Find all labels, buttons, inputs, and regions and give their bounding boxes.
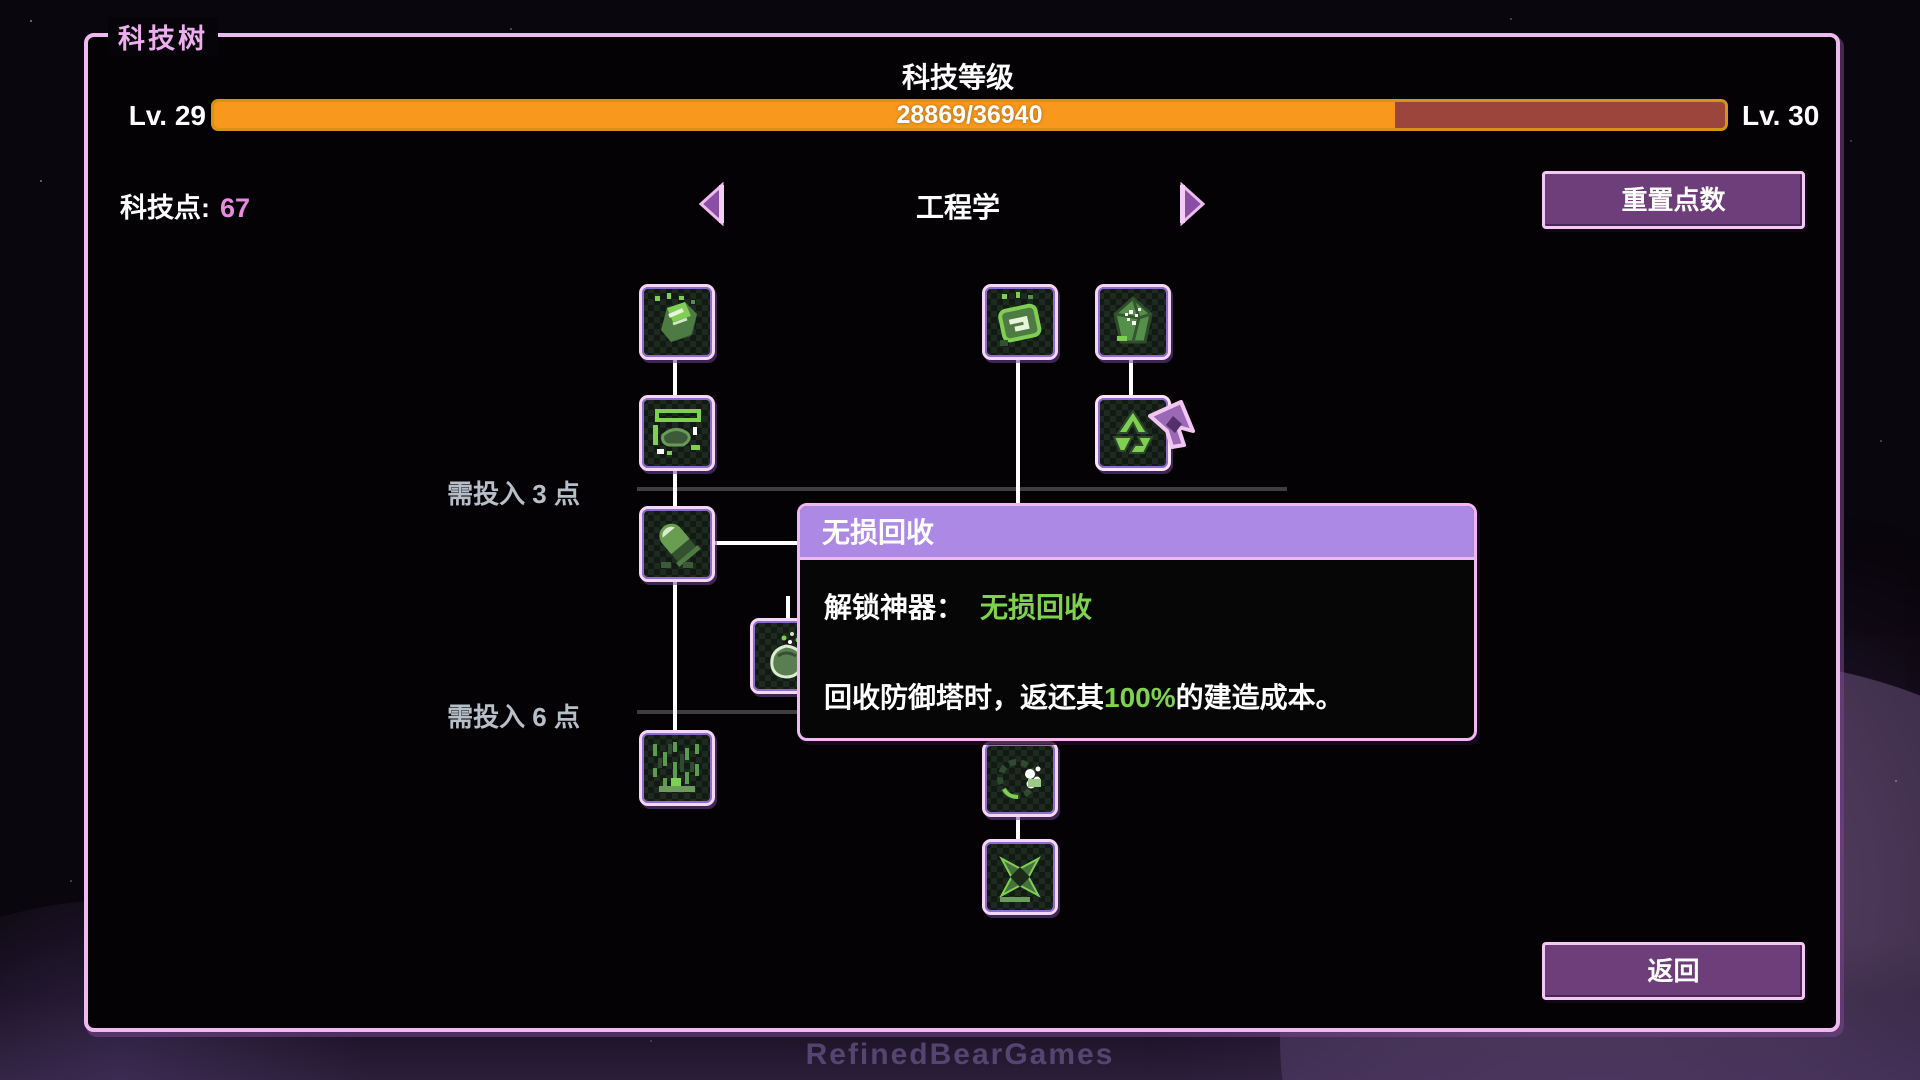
- connector-line: [714, 541, 798, 545]
- tooltip-unlock-line: 解锁神器： 无损回收: [824, 586, 1450, 626]
- tech-node-matrix[interactable]: [639, 730, 715, 806]
- desc-highlight: 100%: [1104, 682, 1176, 713]
- tech-node-recycle[interactable]: [1095, 395, 1171, 471]
- crystal-icon: [1113, 295, 1153, 344]
- matrix-icon: [653, 742, 699, 792]
- chip-icon: [998, 292, 1042, 346]
- back-button[interactable]: 返回: [1542, 942, 1805, 1000]
- connector-line: [1016, 814, 1020, 842]
- bullet-icon: [659, 523, 701, 568]
- tech-node-blueprint[interactable]: [639, 395, 715, 471]
- chevron-left-icon: [698, 181, 724, 227]
- mouse-cursor-icon: [1146, 398, 1198, 455]
- connector-line: [786, 596, 790, 620]
- desc-post: 的建造成本。: [1175, 682, 1344, 713]
- blueprint-icon: [653, 409, 701, 455]
- tech-node-crystal[interactable]: [1095, 284, 1171, 360]
- requirement-label-3: 需投入 3 点: [447, 479, 580, 509]
- section-title: 科技等级: [901, 62, 1014, 93]
- connector-line: [1016, 358, 1020, 504]
- panel-title: 科技树: [108, 17, 218, 56]
- tech-node-chip[interactable]: [982, 284, 1058, 360]
- tooltip-desc-line: 回收防御塔时，返还其100%的建造成本。: [824, 676, 1450, 716]
- requirement-label-6: 需投入 6 点: [447, 702, 580, 732]
- star-icon: [999, 856, 1041, 902]
- tooltip-title: 无损回收: [800, 506, 1474, 560]
- unlock-label: 解锁神器：: [824, 592, 965, 623]
- connector-line: [673, 469, 677, 509]
- tier-divider-3: [637, 487, 1287, 491]
- reset-points-button[interactable]: 重置点数: [1542, 171, 1805, 229]
- xp-progress-text: 28869/36940: [896, 101, 1043, 129]
- tooltip-body: 解锁神器： 无损回收 回收防御塔时，返还其100%的建造成本。: [800, 560, 1474, 716]
- category-prev-button[interactable]: [698, 181, 726, 227]
- tech-points-label: 科技点:: [120, 193, 210, 223]
- tech-node-burst[interactable]: [982, 741, 1058, 817]
- xp-progress-bar: 28869/36940: [211, 99, 1728, 131]
- tech-node-star[interactable]: [982, 839, 1058, 915]
- category-name: 工程学: [915, 192, 1000, 223]
- ore-icon: [655, 293, 697, 342]
- chevron-right-icon: [1180, 181, 1206, 227]
- recycle-icon: [1112, 409, 1154, 454]
- connector-line: [673, 580, 677, 732]
- tech-points: 科技点: 67: [120, 186, 250, 225]
- watermark: RefinedBearGames: [805, 1038, 1115, 1071]
- tech-node-ore[interactable]: [639, 284, 715, 360]
- connector-line: [673, 358, 677, 398]
- tech-points-value: 67: [220, 193, 251, 223]
- tech-node-bullet[interactable]: [639, 506, 715, 582]
- desc-pre: 回收防御塔时，返还其: [824, 682, 1105, 713]
- xp-progress-fill: [214, 102, 1395, 128]
- connector-line: [1129, 358, 1133, 398]
- level-next-label: Lv. 30: [1742, 100, 1820, 131]
- tooltip-lossless-recycle: 无损回收 解锁神器： 无损回收 回收防御塔时，返还其100%的建造成本。: [797, 503, 1477, 741]
- background-stars: [30, 20, 32, 22]
- unlock-value: 无损回收: [980, 592, 1093, 623]
- level-current-label: Lv. 29: [128, 100, 206, 131]
- category-next-button[interactable]: [1178, 181, 1206, 227]
- burst-icon: [997, 759, 1041, 799]
